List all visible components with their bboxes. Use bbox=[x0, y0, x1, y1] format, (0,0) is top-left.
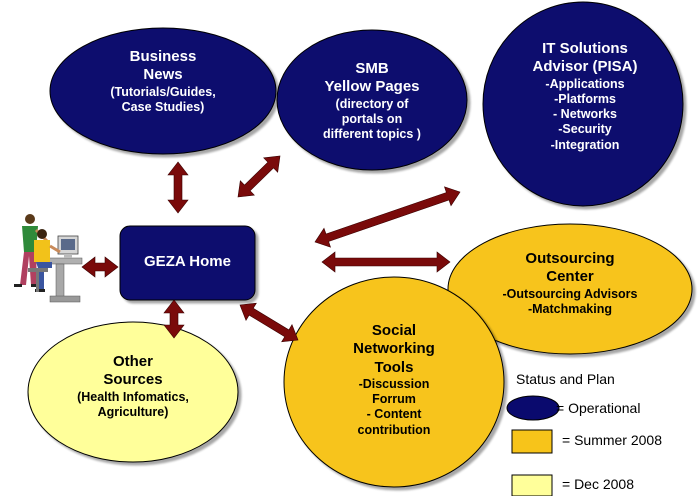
it-title-1: IT Solutions bbox=[542, 40, 628, 57]
it-solutions-text: IT Solutions Advisor (PISA) -Application… bbox=[500, 40, 670, 153]
outsourcing-center-text: Outsourcing Center -Outsourcing Advisors… bbox=[460, 250, 680, 317]
social-title-3: Tools bbox=[374, 358, 414, 376]
other-sources-text: Other Sources (Health Infomatics, Agricu… bbox=[38, 353, 228, 420]
outsourcing-detail-2: -Matchmaking bbox=[527, 301, 613, 316]
outsourcing-detail-1: -Outsourcing Advisors bbox=[502, 286, 638, 301]
smb-detail-3: different topics ) bbox=[323, 127, 421, 142]
legend-summer-swatch bbox=[511, 429, 553, 454]
smb-title-1: SMB bbox=[355, 60, 389, 77]
legend-summer-label: = Summer 2008 bbox=[562, 432, 662, 448]
business-news-detail-1: (Tutorials/Guides, bbox=[110, 84, 216, 99]
arrow-home-social-networking bbox=[239, 302, 299, 343]
business-news-title-1: Business bbox=[129, 48, 197, 65]
other-title-2: Sources bbox=[103, 371, 163, 389]
it-title-2: Advisor (PISA) bbox=[532, 58, 638, 76]
geza-home-node bbox=[119, 225, 256, 301]
it-detail-2: -Platforms bbox=[554, 91, 616, 106]
business-news-node bbox=[49, 27, 277, 155]
arrow-home-other-sources bbox=[163, 299, 185, 339]
arrow-home-smb-yellow-pages bbox=[237, 155, 281, 198]
it-detail-4: -Security bbox=[558, 122, 612, 137]
connection-arrows bbox=[81, 155, 461, 343]
social-networking-node bbox=[283, 276, 505, 488]
outsourcing-title-1: Outsourcing bbox=[525, 250, 615, 267]
other-title-1: Other bbox=[112, 353, 153, 370]
it-detail-1: -Applications bbox=[545, 76, 625, 91]
arrow-user-home bbox=[81, 256, 119, 278]
social-title-1: Social bbox=[371, 322, 417, 339]
outsourcing-title-2: Center bbox=[546, 268, 594, 286]
legend-title: Status and Plan bbox=[516, 371, 615, 387]
it-detail-3: - Networks bbox=[553, 107, 617, 122]
other-detail-2: Agriculture) bbox=[97, 404, 169, 419]
smb-yellow-pages-node bbox=[276, 29, 468, 171]
social-networking-text: Social Networking Tools -Discussion Forr… bbox=[314, 322, 474, 438]
smb-title-2: Yellow Pages bbox=[324, 78, 420, 96]
it-solutions-node bbox=[482, 1, 684, 207]
other-sources-node bbox=[27, 321, 239, 463]
it-detail-5: -Integration bbox=[550, 137, 620, 152]
geza-home-title: GEZA Home bbox=[144, 253, 231, 270]
arrow-home-it-solutions bbox=[314, 186, 461, 248]
social-detail-4: contribution bbox=[357, 422, 431, 437]
legend-operational-swatch bbox=[506, 395, 560, 421]
smb-detail-1: (directory of bbox=[335, 96, 409, 111]
geza-home-label: GEZA Home bbox=[120, 253, 255, 271]
business-news-title-2: News bbox=[143, 66, 183, 84]
social-title-2: Networking bbox=[353, 340, 435, 358]
computer-user-illustration bbox=[14, 214, 83, 303]
business-news-detail-2: Case Studies) bbox=[121, 99, 205, 114]
social-detail-3: - Content bbox=[366, 407, 422, 422]
social-detail-2: Forrum bbox=[372, 392, 416, 407]
smb-detail-2: portals on bbox=[341, 111, 403, 126]
business-news-text: Business News (Tutorials/Guides, Case St… bbox=[58, 48, 268, 115]
other-detail-1: (Health Infomatics, bbox=[77, 389, 189, 404]
smb-yellow-pages-text: SMB Yellow Pages (directory of portals o… bbox=[282, 60, 462, 142]
social-detail-1: -Discussion bbox=[358, 376, 430, 391]
arrow-home-business-news bbox=[167, 161, 189, 214]
legend-dec-swatch bbox=[511, 474, 553, 496]
arrow-home-outsourcing bbox=[321, 251, 451, 273]
legend-operational-label: = Operational bbox=[556, 400, 641, 416]
legend-dec-label: = Dec 2008 bbox=[562, 476, 634, 492]
outsourcing-center-node bbox=[447, 223, 693, 355]
